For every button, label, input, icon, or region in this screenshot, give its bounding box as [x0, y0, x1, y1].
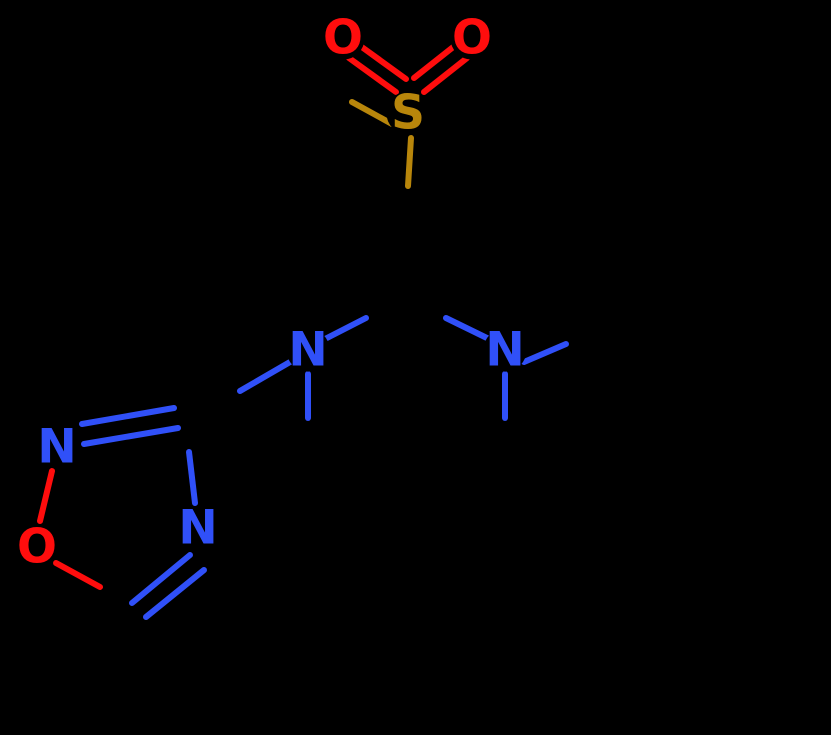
- bond-n1-oxadiazole-half: [237, 359, 293, 394]
- bond-s-chain-half: [405, 135, 414, 189]
- bond-s-methyl-half: [349, 99, 395, 127]
- bond-c6-n4-line2: [143, 567, 207, 620]
- bond-s-o-left-line2: [356, 42, 409, 82]
- bond-o3-c6: [53, 560, 103, 590]
- atom-label-nitrogen-n1: N: [288, 323, 327, 378]
- bond-c6-n4-line1: [129, 552, 193, 606]
- heteroatom-bonds: [37, 41, 569, 620]
- atom-label-halo-o3: [15, 525, 59, 569]
- bond-aryl-ring-a-inner-2: [703, 133, 765, 236]
- bond-aryl-ring-a-inner-1: [546, 128, 603, 224]
- atom-label-halo-n3: [35, 425, 79, 469]
- bond-aryl-ring-b-inner-1: [713, 359, 749, 455]
- bond-s-o-right-line2: [411, 41, 460, 81]
- bond-lower-substituent: [315, 509, 409, 693]
- bond-c-n3-line2: [79, 405, 177, 427]
- atom-label-halo-n2: [483, 328, 527, 372]
- atom-label-oxygen-o3: O: [17, 520, 57, 575]
- atom-label-nitrogen-n4: N: [178, 501, 217, 556]
- bond-n2-up: [443, 315, 492, 342]
- bond-left-chain: [147, 259, 311, 458]
- atom-label-halo-n1: [286, 328, 330, 372]
- bond-c-n3-line1: [81, 425, 181, 447]
- atom-label-nitrogen-n3: N: [37, 420, 76, 475]
- atom-label-halo-s1: [386, 91, 430, 135]
- atom-label-halo-o2: [450, 16, 494, 60]
- bond-s-o-left-line1: [346, 55, 399, 95]
- bond-aryl-methyl-1: [757, 429, 827, 455]
- bond-n3-o3: [37, 468, 55, 524]
- atom-label-oxygen-o1: O: [323, 11, 363, 66]
- bond-n4-c5: [186, 449, 198, 506]
- atom-label-halo-o1: [321, 16, 365, 60]
- bond-n1-up: [322, 315, 369, 342]
- atom-label-halo-n4: [176, 506, 220, 550]
- bond-aryl-ring-b: [557, 327, 763, 563]
- bond-n2-aryl-half: [521, 341, 569, 365]
- bond-aryl-ring-b-inner-3: [577, 345, 615, 447]
- atom-label-nitrogen-n2: N: [485, 323, 524, 378]
- bond-s-o-right-line1: [421, 55, 470, 95]
- atom-label-oxygen-o2: O: [452, 11, 492, 66]
- bond-aryl-ring-a-inner-3: [613, 319, 715, 330]
- atom-label-sulfur-s1: S: [391, 86, 425, 141]
- bond-aryl-methyl-3: [517, 29, 593, 107]
- bond-aryl-methyl-2: [697, 557, 729, 645]
